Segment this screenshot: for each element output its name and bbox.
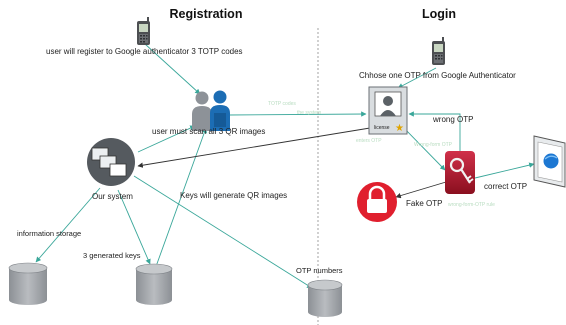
label-fake-otp: Fake OTP [406, 199, 442, 208]
lock-icon [357, 182, 397, 222]
label-info-storage: information storage [17, 229, 81, 238]
users-icon [192, 90, 230, 131]
connector-phone-to-users [144, 43, 201, 95]
label-choose-otp: Chhose one OTP from Google Authenticator [359, 71, 516, 80]
connectors [35, 43, 535, 289]
svg-text:★: ★ [395, 123, 404, 134]
connector-system-to-users [137, 125, 196, 153]
database-icon [8, 262, 48, 305]
key-icon [445, 151, 475, 194]
connector-idcard-to-key [401, 125, 446, 171]
connector-phone2-to-idcard [397, 67, 437, 89]
connector-users-to-idcard [227, 111, 367, 117]
connector-system-to-db1 [35, 187, 101, 263]
faint-caption: the system [297, 110, 321, 116]
faint-caption: TOTP codes [268, 101, 296, 107]
label-keys-generate: Keys will generate QR images [180, 191, 287, 200]
svg-text:license: license [374, 125, 390, 131]
connector-db2-to-users [153, 127, 207, 273]
id-card-icon: license ★ [368, 86, 408, 135]
label-wrong-otp: wrong OTP [432, 115, 473, 124]
phone-icon [137, 17, 150, 45]
login-title: Login [422, 7, 456, 21]
database-icon [307, 279, 343, 317]
connector-system-to-db3 [133, 175, 313, 289]
connector-system-to-db2 [117, 189, 151, 265]
phone-icon [432, 37, 445, 65]
connector-wrong-otp-loop [408, 111, 461, 153]
registration-title: Registration [170, 7, 243, 21]
connector-key-to-browser [474, 162, 535, 179]
label-otp-numbers: OTP numbers [296, 266, 343, 275]
label-register-phone: user will register to Google authenticat… [46, 47, 243, 56]
label-correct-otp: correct OTP [484, 182, 527, 191]
database-icon [135, 263, 173, 305]
faint-caption: Wrong-form OTP [414, 142, 453, 148]
connector-key-to-lock [395, 181, 447, 199]
system-icon [87, 138, 135, 186]
browser-icon [533, 135, 566, 188]
label-our-system: Our system [92, 192, 133, 201]
label-generated-keys: 3 generated keys [83, 251, 141, 260]
label-scan-qr: user must scan all 3 QR images [152, 127, 265, 136]
connector-idcard-to-system [137, 127, 371, 168]
faint-caption: wrong-form-OTP rule [448, 202, 495, 208]
faint-caption: enters OTP [356, 138, 382, 144]
